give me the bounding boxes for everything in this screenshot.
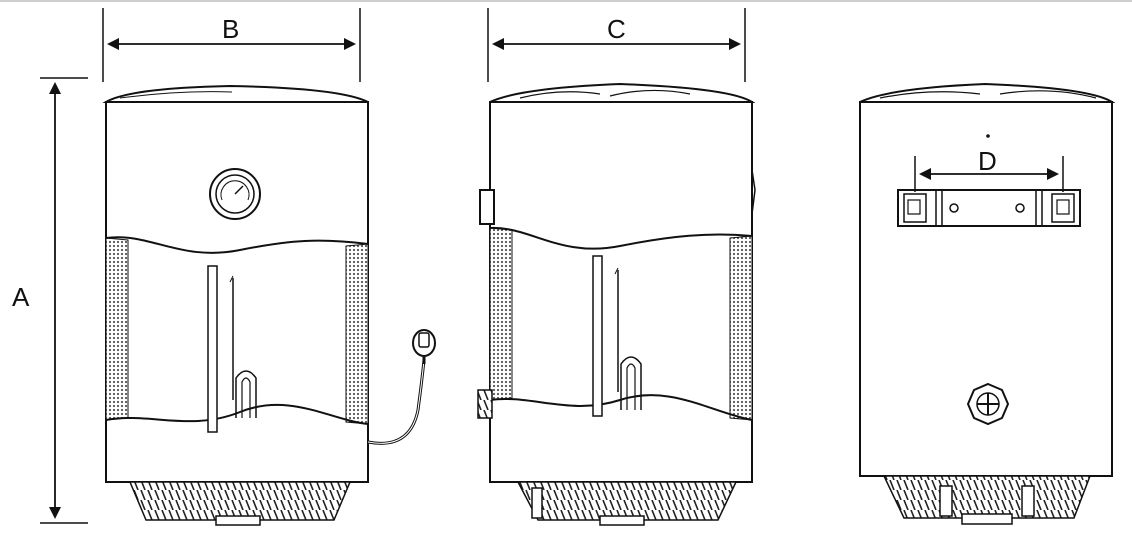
thermometer-gauge-icon <box>209 168 261 220</box>
front-left-mesh-panel <box>105 237 129 421</box>
rear-base-nut <box>961 513 1013 525</box>
side-base-nut <box>599 515 645 526</box>
side-view <box>477 82 756 526</box>
dimension-b-label: B <box>222 14 239 44</box>
rear-center-mark <box>986 134 990 138</box>
front-upper-wave <box>105 236 369 254</box>
front-body <box>105 101 369 483</box>
dimension-a-label: A <box>12 282 30 312</box>
power-plug-icon <box>412 329 436 364</box>
dimension-d: D <box>914 146 1064 192</box>
rear-base-right-leg <box>1021 485 1035 517</box>
side-body <box>489 101 753 483</box>
side-knob <box>477 389 493 419</box>
rear-view: D <box>859 82 1116 525</box>
side-left-mesh-panel <box>489 227 513 401</box>
front-right-mesh-panel <box>345 243 369 425</box>
power-cord <box>367 359 426 445</box>
rear-base <box>882 475 1092 519</box>
side-right-mesh-panel <box>729 235 753 421</box>
side-outlet-pipe <box>531 487 543 519</box>
side-lower-wave <box>489 394 753 421</box>
front-base-nut <box>215 515 261 526</box>
side-upper-wave <box>489 226 753 250</box>
side-heating-element <box>592 255 642 417</box>
front-view <box>102 84 436 526</box>
dimension-c: C <box>487 8 746 82</box>
front-base <box>128 481 352 521</box>
front-lower-wave <box>105 403 369 425</box>
dimension-a: A <box>12 77 88 524</box>
dimension-c-label: C <box>607 14 626 44</box>
top-border <box>0 0 1132 2</box>
valve-knob-icon <box>966 382 1010 426</box>
front-heating-element <box>207 265 257 433</box>
side-upper-fitting <box>479 189 495 225</box>
rear-base-left-leg <box>939 485 953 517</box>
dimension-b: B <box>102 8 361 82</box>
dimension-d-label: D <box>978 146 997 176</box>
front-top-cap <box>102 84 369 103</box>
side-base <box>516 481 738 521</box>
rear-top-cap <box>859 82 1116 103</box>
mounting-bracket <box>897 189 1081 227</box>
